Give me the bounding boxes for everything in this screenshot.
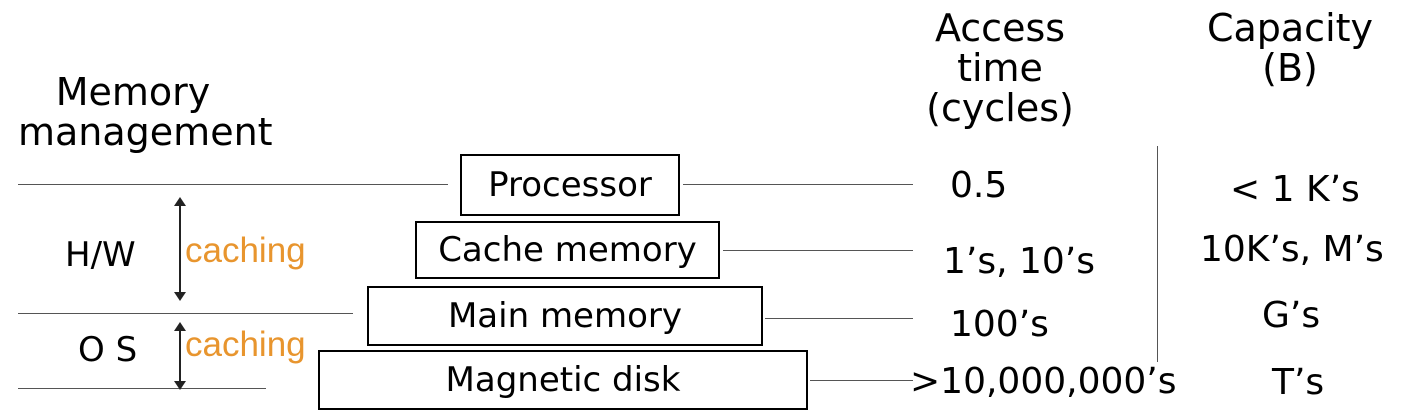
access-time-disk: >10,000,000’s xyxy=(910,361,1177,402)
column-divider xyxy=(1157,146,1158,362)
main-memory-box: Main memory xyxy=(367,286,763,346)
guide-line-cache-right xyxy=(723,250,913,251)
os-range-arrow-icon xyxy=(174,322,186,390)
os-label: O S xyxy=(78,330,138,370)
guide-line-disk-left xyxy=(18,388,266,389)
access-time-main-memory: 100’s xyxy=(950,304,1049,345)
cache-memory-box: Cache memory xyxy=(415,221,720,279)
capacity-main-memory: G’s xyxy=(1262,295,1321,336)
guide-line-main-memory-right xyxy=(765,318,913,319)
hw-range-arrow-icon xyxy=(174,197,186,301)
access-time-header: Access time (cycles) xyxy=(926,6,1074,130)
capacity-header: Capacity (B) xyxy=(1206,6,1374,90)
access-time-processor: 0.5 xyxy=(950,165,1008,206)
guide-line-disk-right xyxy=(810,380,913,381)
os-caching-label: caching xyxy=(185,325,306,364)
hw-caching-label: caching xyxy=(185,231,306,270)
capacity-disk: T’s xyxy=(1272,362,1325,403)
capacity-processor: < 1 K’s xyxy=(1230,169,1360,210)
memory-management-header: Memory management xyxy=(18,70,273,154)
guide-line-processor-left xyxy=(18,184,448,185)
magnetic-disk-box: Magnetic disk xyxy=(318,350,808,410)
processor-box: Processor xyxy=(460,154,680,216)
hw-label: H/W xyxy=(65,235,136,275)
access-time-cache: 1’s, 10’s xyxy=(943,241,1095,282)
guide-line-main-memory-left xyxy=(18,313,353,314)
guide-line-processor-right xyxy=(683,184,913,185)
capacity-cache: 10K’s, M’s xyxy=(1200,229,1384,270)
